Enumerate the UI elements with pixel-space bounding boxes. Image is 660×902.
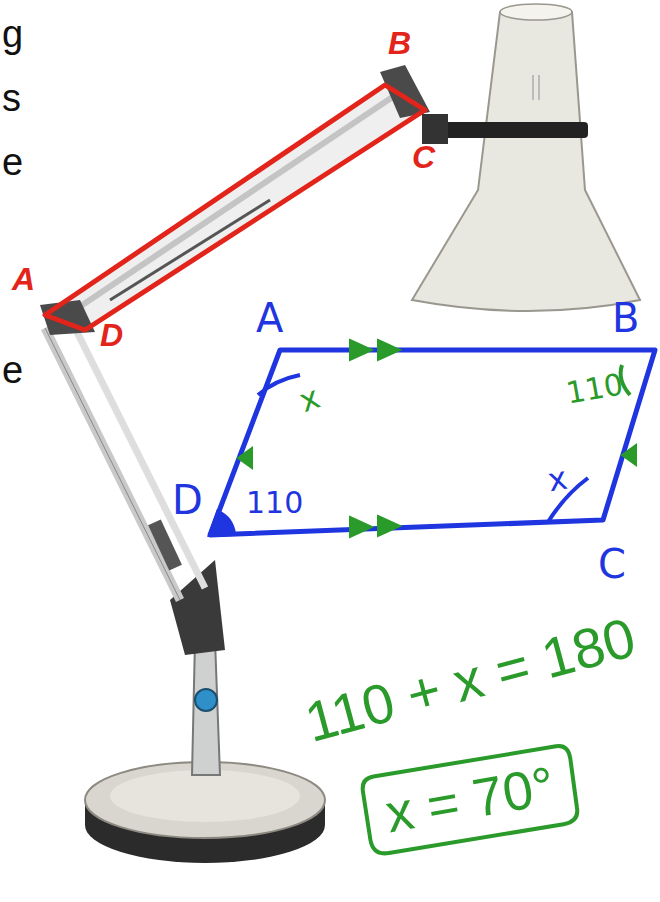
drawing-part [350,517,372,537]
drawing-part [45,85,425,330]
drawing-part [45,85,425,330]
parallelogram [210,350,655,535]
drawing-part [350,340,372,360]
drawing-part [428,122,588,138]
vertex-label: A [256,296,283,340]
drawing-part [378,516,400,536]
tick-marks [238,340,636,537]
drawing-part [60,92,400,320]
vertex-label: D [100,318,123,353]
angle-marks [210,365,630,535]
slide-text: e [2,142,23,184]
drawing-part [378,340,400,360]
angle-label: x [545,461,570,499]
drawing-part [45,328,180,600]
drawing-part [195,689,217,711]
drawing-part [238,448,252,468]
drawing-part [532,75,534,100]
equation: 110 + x = 180 [299,606,642,753]
drawing-part [192,640,220,775]
vertex-label: C [598,542,626,586]
drawing-part [210,512,234,535]
vertex-label: D [172,478,203,522]
drawing-part [258,375,300,395]
upper-arm [40,65,430,335]
drawing-part [72,322,205,588]
lamp-base [85,762,325,863]
vertex-label: B [612,296,639,340]
vertex-label: A [12,262,35,297]
slide-text: e [2,350,23,392]
drawing-part [110,770,300,822]
slide-text: g [2,14,23,56]
drawing-part [412,6,640,311]
drawing-part [622,445,636,465]
lower-arm [45,322,205,600]
drawing-part [210,350,655,535]
lamp-head [412,4,640,311]
angle-label: x [295,380,325,420]
drawing-part [538,75,540,100]
drawing-part [45,328,180,600]
vertex-label: B [388,26,411,61]
vertex-label: C [412,140,435,175]
angle-label: 110 [246,486,303,519]
drawing-part [500,4,572,20]
slide-text: s [2,78,21,120]
answer-box: x = 70° [355,738,586,863]
drawing-part [148,519,182,570]
angle-label: 110 [564,367,626,409]
drawing-part [359,742,581,857]
